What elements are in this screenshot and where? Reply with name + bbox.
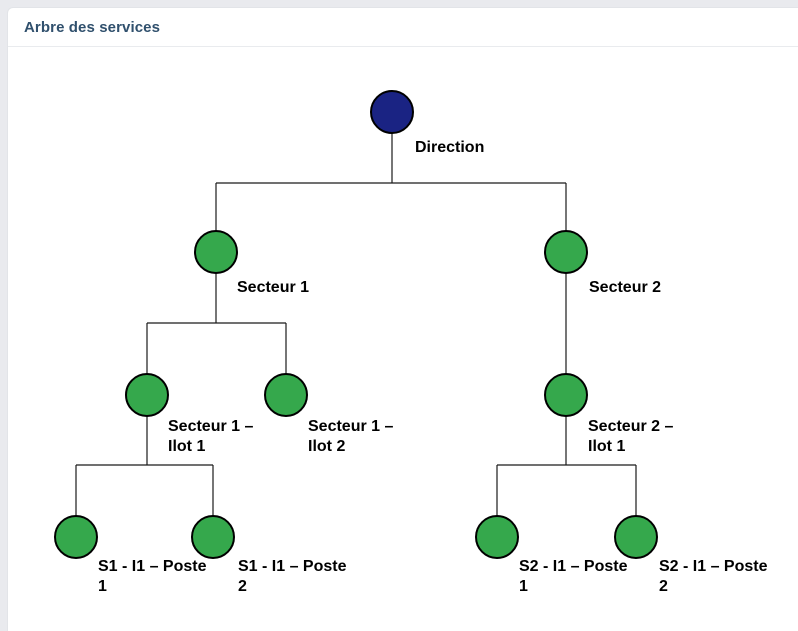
tree-node-s2-i1-poste-2[interactable] <box>614 515 658 559</box>
tree-node-secteur-2[interactable] <box>544 230 588 274</box>
tree-node-label-secteur-1: Secteur 1 <box>237 279 309 296</box>
tree-node-label-secteur-1-ilot-2: Secteur 1 –Ilot 2 <box>308 418 393 455</box>
panel-title: Arbre des services <box>24 18 161 36</box>
tree-node-secteur-1-ilot-2[interactable] <box>264 373 308 417</box>
tree-node-secteur-1[interactable] <box>194 230 238 274</box>
tree-node-label-secteur-1-ilot-1: Secteur 1 –Ilot 1 <box>168 418 253 455</box>
tree-node-secteur-2-ilot-1[interactable] <box>544 373 588 417</box>
card-header: Arbre des services <box>8 8 798 47</box>
tree-node-s1-i1-poste-1[interactable] <box>54 515 98 559</box>
tree-node-label-secteur-2: Secteur 2 <box>589 279 661 296</box>
tree-node-label-direction: Direction <box>415 139 484 156</box>
tree-node-s2-i1-poste-1[interactable] <box>475 515 519 559</box>
tree-node-label-secteur-2-ilot-1: Secteur 2 –Ilot 1 <box>588 418 673 455</box>
tree-node-secteur-1-ilot-1[interactable] <box>125 373 169 417</box>
tree-node-direction[interactable] <box>370 90 414 134</box>
tree-node-s1-i1-poste-2[interactable] <box>191 515 235 559</box>
